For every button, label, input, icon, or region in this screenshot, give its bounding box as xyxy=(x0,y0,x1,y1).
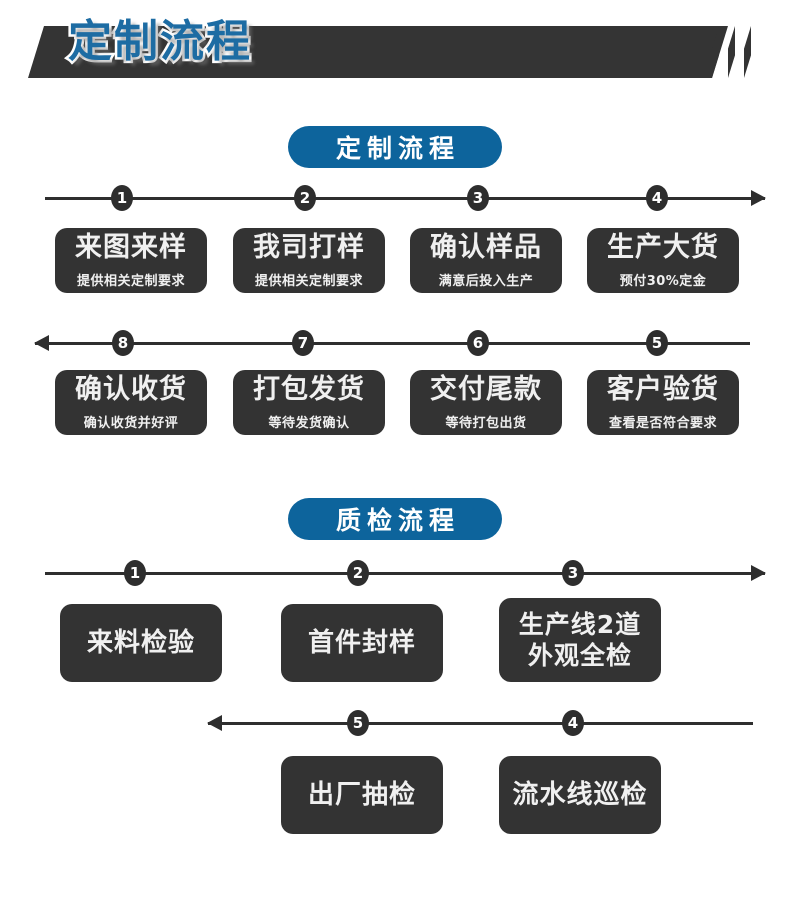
flow-arrow-row-1: 1 2 3 4 xyxy=(45,185,766,211)
qc-card[interactable]: 来料检验 xyxy=(60,604,222,682)
qc-card-title: 首件封样 xyxy=(307,628,416,658)
step-card[interactable]: 我司打样 提供相关定制要求 xyxy=(233,228,385,293)
step-card-title: 来图来样 xyxy=(75,232,187,263)
step-badge: 6 xyxy=(467,330,489,356)
step-card-title: 交付尾款 xyxy=(430,374,542,405)
banner-slash-icon xyxy=(728,26,735,78)
step-card[interactable]: 生产大货 预付30%定金 xyxy=(587,228,739,293)
qc-card-title: 出厂抽检 xyxy=(307,780,416,810)
qc-card-title: 来料检验 xyxy=(86,628,195,658)
step-card-title: 生产大货 xyxy=(607,232,719,263)
arrow-head-left-icon xyxy=(34,335,49,351)
qc-card-title: 流水线巡检 xyxy=(512,780,648,810)
step-card-title: 确认收货 xyxy=(75,374,187,405)
qc-card[interactable]: 流水线巡检 xyxy=(499,756,661,834)
qc-arrow-row-1: 1 2 3 xyxy=(45,560,766,586)
qc-card-title: 生产线2道 xyxy=(518,610,642,639)
arrow-line xyxy=(208,722,753,725)
step-card-subtitle: 提供相关定制要求 xyxy=(254,274,363,289)
banner-slash-icon xyxy=(744,26,751,78)
arrow-line xyxy=(45,572,765,575)
step-badge: 8 xyxy=(112,330,134,356)
step-card[interactable]: 确认样品 满意后投入生产 xyxy=(410,228,562,293)
step-card-subtitle: 预付30%定金 xyxy=(619,274,707,289)
banner-slash-icon xyxy=(712,26,719,78)
step-card-title: 打包发货 xyxy=(253,374,365,405)
step-card-subtitle: 确认收货并好评 xyxy=(83,416,179,431)
step-badge: 5 xyxy=(646,330,668,356)
step-card-subtitle: 满意后投入生产 xyxy=(438,274,534,289)
step-badge: 2 xyxy=(294,185,316,211)
qc-card[interactable]: 生产线2道 外观全检 xyxy=(499,598,661,682)
arrow-line xyxy=(35,342,750,345)
step-badge: 7 xyxy=(292,330,314,356)
step-badge: 3 xyxy=(467,185,489,211)
step-badge: 1 xyxy=(111,185,133,211)
step-card[interactable]: 打包发货 等待发货确认 xyxy=(233,370,385,435)
step-badge: 4 xyxy=(562,710,584,736)
step-card[interactable]: 客户验货 查看是否符合要求 xyxy=(587,370,739,435)
page-banner: 定制流程 xyxy=(0,14,790,78)
step-badge: 1 xyxy=(124,560,146,586)
step-card-subtitle: 提供相关定制要求 xyxy=(76,274,185,289)
section-title-custom-flow: 定制流程 xyxy=(288,126,502,168)
step-card[interactable]: 来图来样 提供相关定制要求 xyxy=(55,228,207,293)
arrow-line xyxy=(45,197,765,200)
section-title-qc-flow: 质检流程 xyxy=(288,498,502,540)
step-card-title: 我司打样 xyxy=(253,232,365,263)
step-badge: 2 xyxy=(347,560,369,586)
banner-bar-shape xyxy=(28,26,728,78)
qc-arrow-row-2: 5 4 xyxy=(207,710,753,736)
qc-card[interactable]: 首件封样 xyxy=(281,604,443,682)
arrow-head-right-icon xyxy=(751,565,766,581)
step-card[interactable]: 确认收货 确认收货并好评 xyxy=(55,370,207,435)
step-card[interactable]: 交付尾款 等待打包出货 xyxy=(410,370,562,435)
step-card-subtitle: 查看是否符合要求 xyxy=(608,416,717,431)
arrow-head-left-icon xyxy=(207,715,222,731)
step-card-subtitle: 等待发货确认 xyxy=(268,416,350,431)
step-badge: 4 xyxy=(646,185,668,211)
banner-title: 定制流程 xyxy=(66,14,253,70)
step-card-title: 客户验货 xyxy=(607,374,719,405)
step-card-title: 确认样品 xyxy=(430,232,542,263)
flow-arrow-row-2: 8 7 6 5 xyxy=(34,330,750,356)
arrow-head-right-icon xyxy=(751,190,766,206)
step-badge: 5 xyxy=(347,710,369,736)
qc-card-title-line2: 外观全检 xyxy=(527,641,632,670)
qc-card[interactable]: 出厂抽检 xyxy=(281,756,443,834)
step-card-subtitle: 等待打包出货 xyxy=(445,416,527,431)
step-badge: 3 xyxy=(562,560,584,586)
